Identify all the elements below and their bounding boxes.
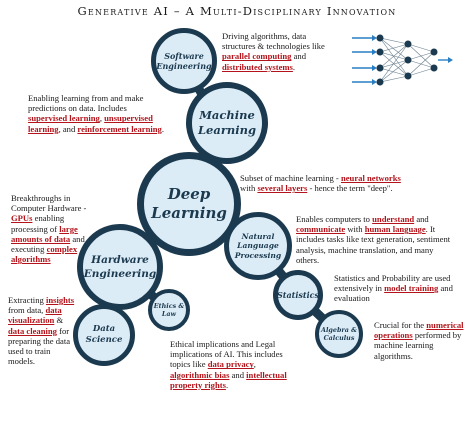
note-highlight: reinforcement learning (77, 123, 162, 134)
node-ethics-law: Ethics &Law (148, 289, 190, 331)
page-title: Generative AI – A Multi-Disciplinary Inn… (77, 4, 397, 18)
node-label: Natural (241, 231, 275, 241)
node-label: Data (92, 324, 116, 334)
note-highlight: algorithmic bias (170, 369, 230, 380)
note-highlight: large amounts of data (11, 223, 78, 244)
note-highlight: neural networks (340, 173, 401, 183)
note-highlight: human language (364, 224, 426, 235)
note-text: , (253, 359, 256, 370)
note-text: for preparing the data used to train mod… (8, 325, 71, 367)
node-algebra-calculus: Algebra &Calculus (315, 310, 363, 358)
node-label: Hardware (91, 254, 149, 266)
note-ethics: Ethical implications and Legal implicati… (170, 339, 296, 390)
node-statistics: Statistics (273, 270, 323, 320)
note-text: - hence the term "deep". (307, 183, 393, 194)
note-highlight: distributed systems (222, 61, 293, 72)
node-label: Law (161, 310, 177, 318)
note-highlight: parallel computing (222, 51, 292, 62)
note-data-science: Extracting insights from data, data visu… (8, 295, 76, 366)
note-text: , and (58, 123, 78, 134)
note-text: with (240, 183, 258, 194)
note-highlight: several layers (257, 183, 308, 194)
note-highlight: numerical operations (374, 320, 464, 341)
note-text: . (292, 61, 296, 72)
note-text: Extracting (8, 295, 46, 305)
note-text: and executing (11, 233, 85, 255)
note-text: and evaluation (334, 283, 453, 304)
node-label: Deep (167, 185, 211, 203)
note-highlight: GPUs (11, 213, 33, 224)
node-label: Algebra & (321, 326, 357, 334)
node-label: Software (164, 51, 204, 61)
note-text: , (99, 113, 105, 124)
note-text: Breakthroughs in Computer Hardware - (11, 193, 87, 214)
note-text: Crucial for the (374, 320, 427, 330)
note-hardware-engineering: Breakthroughs in Computer Hardware - GPU… (11, 193, 95, 264)
note-statistics: Statistics and Probability are used exte… (334, 273, 464, 304)
note-highlight: unsupervised learning (28, 113, 153, 134)
node-label: Engineering (156, 61, 212, 71)
note-highlight: complex algorithms (11, 244, 78, 265)
note-text: performed by machine learning algorithms… (374, 330, 462, 361)
note-text: Enables computers to (296, 214, 373, 224)
note-highlight: supervised learning (28, 113, 100, 124)
note-text: . (225, 379, 229, 390)
note-software-engineering: Driving algorithms, data structures & te… (222, 31, 340, 72)
note-highlight: model training (384, 283, 439, 294)
note-text: Ethical implications and Legal implicati… (170, 339, 283, 370)
note-highlight: understand (372, 214, 415, 224)
node-label: Machine (199, 108, 255, 122)
note-machine-learning: Enabling learning from and make predicti… (28, 93, 166, 134)
node-label: Calculus (323, 334, 355, 342)
note-highlight: data visualization (8, 305, 62, 326)
node-label: Learning (197, 123, 257, 137)
note-text: and (414, 214, 429, 224)
note-text: from data, (8, 305, 46, 316)
node-label: Learning (151, 204, 227, 222)
note-highlight: insights (45, 295, 75, 305)
note-highlight: intellectual property rights (170, 369, 287, 390)
neural-network-icon (352, 34, 453, 86)
note-highlight: data cleaning (8, 325, 57, 336)
node-label: Science (85, 335, 123, 345)
note-text: with (345, 224, 365, 235)
node-label: Engineering (83, 268, 157, 280)
node-label: Language (237, 241, 279, 251)
note-text: and (291, 51, 307, 62)
note-nlp: Enables computers to understand and comm… (296, 214, 456, 265)
note-deep-learning: Subset of machine learning - neural netw… (240, 173, 410, 193)
note-text: . It includes tasks like text generation… (296, 224, 451, 265)
note-highlight: communicate (296, 224, 346, 235)
node-label: Statistics (277, 290, 320, 300)
note-text: Subset of machine learning - (240, 173, 341, 183)
node-label: Ethics & (153, 302, 185, 310)
note-highlight: data privacy (207, 359, 254, 370)
note-text: Driving algorithms, data structures & te… (222, 31, 325, 52)
note-text: enabling processing of (11, 213, 65, 234)
note-text: & (54, 315, 64, 326)
note-text: Enabling learning from and make predicti… (28, 93, 144, 114)
note-text: and (229, 369, 247, 380)
note-text: Statistics and Probability are used exte… (334, 273, 451, 294)
node-label: Processing (234, 250, 282, 260)
note-text: . (161, 123, 164, 134)
note-algebra-calculus: Crucial for the numerical operations per… (374, 320, 470, 361)
